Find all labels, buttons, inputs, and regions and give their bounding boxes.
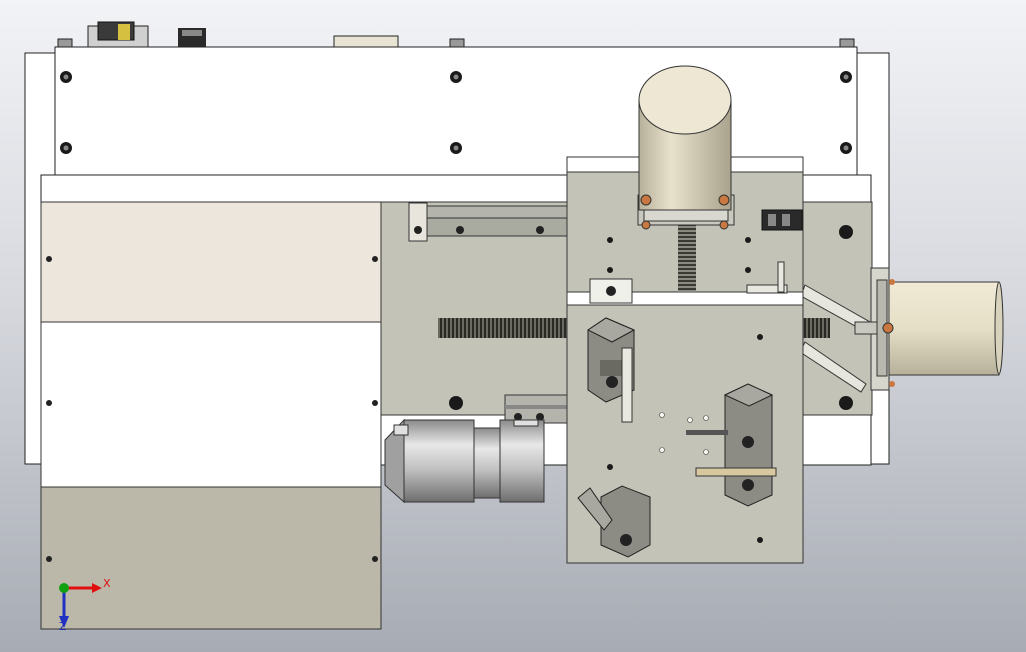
lead-screw-horizontal (438, 318, 570, 338)
top-connectors (57, 21, 855, 49)
left-cover-lower (40, 486, 382, 630)
side-motor (870, 267, 1004, 391)
clamp-block-bottom (577, 485, 651, 558)
back-panel (54, 46, 858, 176)
left-cover-upper (40, 201, 382, 323)
left-cover-middle (40, 321, 382, 488)
lead-screw-vertical (678, 220, 696, 292)
vertical-motor (637, 65, 735, 230)
sensor-bracket (746, 209, 803, 294)
clamp-block-left (587, 317, 636, 423)
triad-x-label: X (103, 577, 111, 590)
spindle-motor (384, 418, 545, 504)
clamp-block-right (686, 383, 777, 507)
linear-rail-top (408, 202, 569, 242)
left-cover-screws (46, 256, 378, 562)
linkage-arms (799, 284, 878, 393)
linear-rail-bottom (504, 394, 569, 424)
back-panel-screws (60, 71, 852, 154)
coordinate-triad (59, 583, 102, 628)
limit-block (589, 278, 633, 304)
triad-z-label: Z (59, 620, 67, 633)
